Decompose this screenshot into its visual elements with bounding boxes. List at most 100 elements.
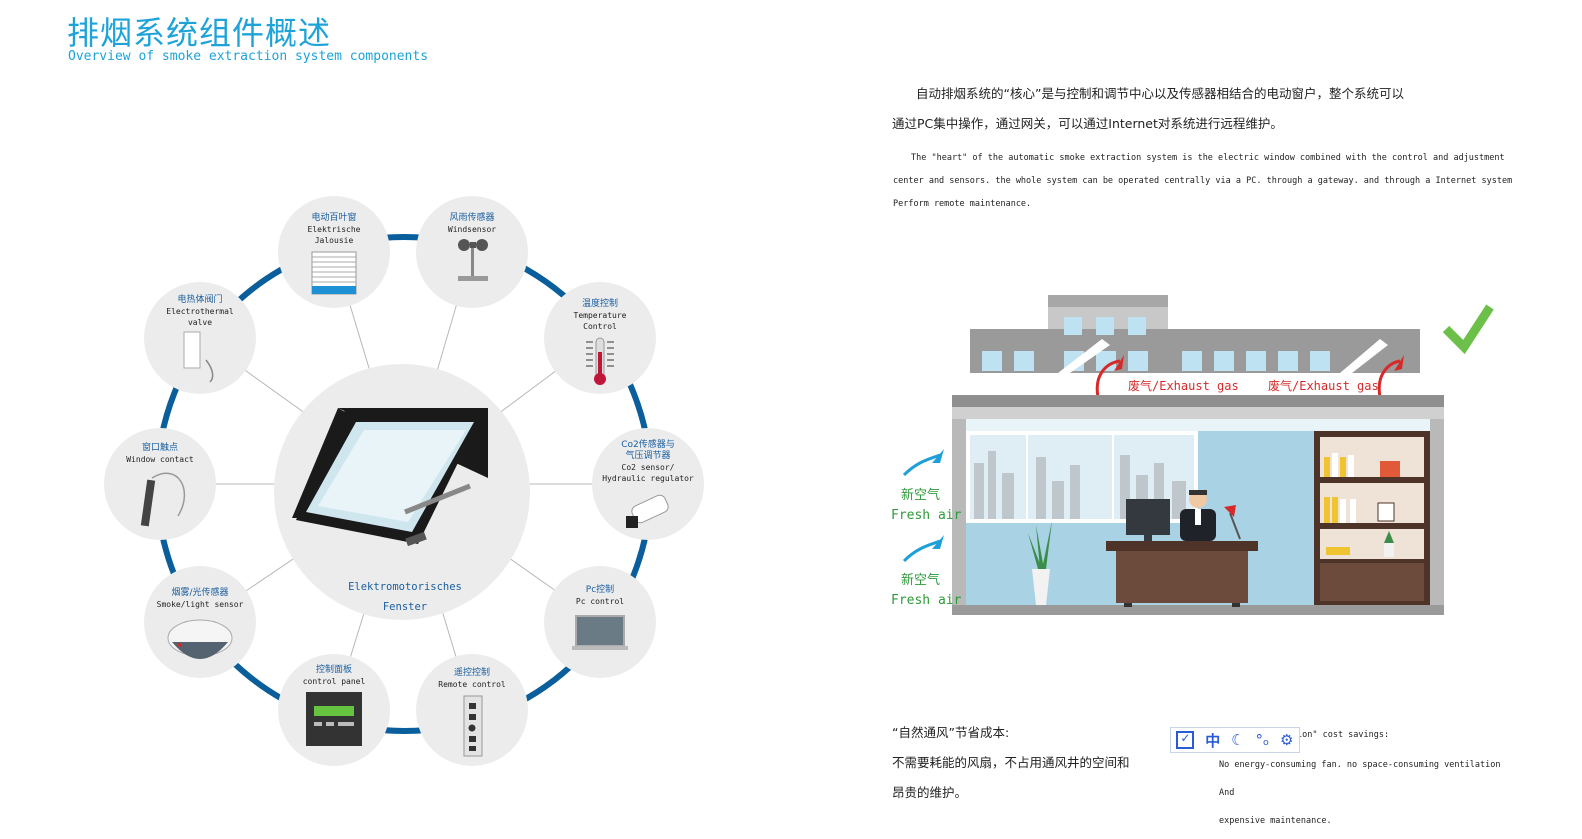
label-remote-cn: 遥控控制 (453, 668, 490, 678)
intro-cn: 自动排烟系统的“核心”是与控制和调节中心以及传感器相结合的电动窗户，整个系统可以… (892, 79, 1552, 139)
label-remote-en1: Remote control (438, 680, 506, 689)
bottom-en-line1: No energy-consuming fan. no space-consum… (1219, 760, 1501, 798)
label-valve: 电热体阀门 Electrothermal valve (140, 295, 260, 328)
label-window-contact-en1: Window contact (126, 455, 194, 464)
fresh-air-arrow-1 (902, 453, 941, 477)
label-remote: 遥控控制 Remote control (412, 668, 532, 690)
label-temperature-en2: Control (583, 322, 617, 331)
components-diagram (104, 196, 704, 766)
label-smoke: 烟雾/光传感器 Smoke/light sensor (140, 588, 260, 610)
label-co2-cn: Co2传感器与 (621, 440, 675, 450)
co2-sensor-icon (626, 494, 669, 528)
desk-lamp (1229, 512, 1241, 540)
label-panel-cn: 控制面板 (315, 665, 352, 675)
bottom-cn: “自然通风”节省成本: 不需要耗能的风扇，不占用通风井的空间和 昂贵的维护。 (892, 718, 1172, 808)
moon-icon[interactable]: ☾ (1231, 731, 1245, 749)
floor-band (952, 605, 1444, 615)
roof-top-cap (1048, 295, 1168, 307)
label-co2: Co2传感器与 气压调节器 Co2 sensor/ Hydraulic regu… (588, 440, 708, 484)
label-smoke-cn: 烟雾/光传感器 (171, 588, 229, 598)
gear-icon[interactable]: ⚙ (1280, 731, 1294, 749)
monitor (1126, 499, 1170, 535)
label-jalousie-en1: Elektrische (307, 225, 361, 234)
building-illustration (902, 295, 1494, 615)
roof-windows (982, 317, 1330, 371)
desk-top (1106, 541, 1258, 551)
bottom-en-line2: expensive maintenance. (1219, 816, 1332, 826)
label-co2-en1: Co2 sensor/ (621, 463, 675, 472)
page-title: 排烟系统组件概述 (67, 14, 332, 52)
node-window-contact (104, 428, 216, 540)
smoke-sensor-icon (167, 619, 233, 659)
remote-icon (463, 695, 483, 757)
windsensor-icon (458, 239, 488, 281)
bottom-cn-line2: 昂贵的维护。 (892, 785, 968, 800)
exhaust-label-left: 废气/Exhaust gas (1128, 379, 1239, 393)
fresh-air-cn-2: 新空气 (901, 573, 941, 588)
bottom-cn-line1: 不需要耗能的风扇，不占用通风井的空间和 (892, 755, 1130, 770)
fresh-air-arrow-2 (902, 539, 941, 563)
language-toggle-button[interactable]: 中 (1205, 731, 1221, 750)
books (1324, 453, 1400, 557)
label-windsensor-cn: 风雨传感器 (449, 213, 495, 223)
label-jalousie: 电动百叶窗 Elektrische Jalousie (274, 213, 394, 246)
bottom-cn-heading: “自然通风”节省成本: (892, 725, 1010, 740)
label-window-contact: 窗口触点 Window contact (100, 443, 220, 465)
node-co2 (592, 428, 704, 540)
jalousie-icon (311, 251, 357, 295)
roof-flap-right (1340, 339, 1388, 373)
checkbox-icon[interactable]: ✓ (1176, 731, 1195, 749)
plant-pot (1032, 569, 1050, 605)
label-windsensor-en1: Windsensor (447, 225, 497, 234)
label-windsensor: 风雨传感器 Windsensor (412, 213, 532, 235)
intro-cn-line1: 自动排烟系统的“核心”是与控制和调节中心以及传感器相结合的电动窗户，整个系统可以 (916, 86, 1404, 101)
intro-cn-line2: 通过PC集中操作，通过网关，可以通过Internet对系统进行远程维护。 (892, 116, 1283, 131)
bottom-en: No energy-consuming fan. no space-consum… (1219, 751, 1519, 835)
center-label: Elektromotorisches Fenster (302, 577, 508, 617)
check-icon (1442, 304, 1494, 355)
dots-icon[interactable]: °ₒ (1255, 731, 1270, 749)
intro-en-line2: center and sensors. the whole system can… (893, 176, 1513, 186)
thermometer-icon (586, 337, 614, 385)
bottom-en-heading: ion" cost savings: (1297, 730, 1390, 740)
label-pc: Pc控制 Pc control (540, 585, 660, 607)
center-label-line2: Fenster (382, 601, 428, 613)
exhaust-label-right: 废气/Exhaust gas (1268, 379, 1379, 393)
label-temperature-en1: Temperature (573, 311, 627, 320)
label-co2-en2: Hydraulic regulator (602, 474, 694, 483)
label-jalousie-en2: Jalousie (314, 236, 354, 245)
label-pc-cn: Pc控制 (585, 585, 615, 595)
intro-en: The "heart" of the automatic smoke extra… (893, 147, 1553, 216)
desk-body (1116, 551, 1248, 603)
label-panel-en1: control panel (302, 677, 366, 686)
label-panel: 控制面板 control panel (274, 665, 394, 687)
center-label-line1: Elektromotorisches (348, 581, 462, 593)
label-temperature: 温度控制 Temperature Control (540, 299, 660, 332)
fresh-air-label-2: 新空气 Fresh air (891, 571, 961, 611)
label-window-contact-cn: 窗口触点 (141, 443, 178, 453)
label-valve-cn: 电热体阀门 (177, 295, 223, 305)
laptop-icon (572, 615, 628, 650)
valve-icon (183, 331, 214, 383)
label-pc-en1: Pc control (575, 597, 625, 606)
ceiling-band (952, 395, 1444, 407)
fresh-air-en-2: Fresh air (891, 593, 962, 608)
fresh-air-label-1: 新空气 Fresh air (891, 486, 961, 526)
exhaust-arrow-right (1377, 359, 1401, 398)
exhaust-arrow-left (1095, 359, 1121, 398)
label-temperature-cn: 温度控制 (581, 299, 618, 309)
page-subtitle: Overview of smoke extraction system comp… (68, 49, 429, 64)
label-co2-cn2: 气压调节器 (625, 451, 671, 461)
intro-en-line3: Perform remote maintenance. (893, 199, 1032, 209)
label-jalousie-cn: 电动百叶窗 (311, 213, 357, 223)
control-panel-icon (306, 692, 362, 746)
label-smoke-en1: Smoke/light sensor (156, 600, 244, 609)
label-valve-en2: valve (187, 318, 213, 327)
window-contact-icon (140, 472, 186, 527)
intro-en-line1: The "heart" of the automatic smoke extra… (911, 153, 1505, 163)
roof-flap-left (1058, 339, 1110, 373)
fresh-air-en-1: Fresh air (891, 508, 962, 523)
floating-toolbar[interactable]: ✓ 中 ☾ °ₒ ⚙ (1170, 727, 1300, 753)
label-valve-en1: Electrothermal (166, 307, 234, 316)
fresh-air-cn-1: 新空气 (901, 488, 941, 503)
